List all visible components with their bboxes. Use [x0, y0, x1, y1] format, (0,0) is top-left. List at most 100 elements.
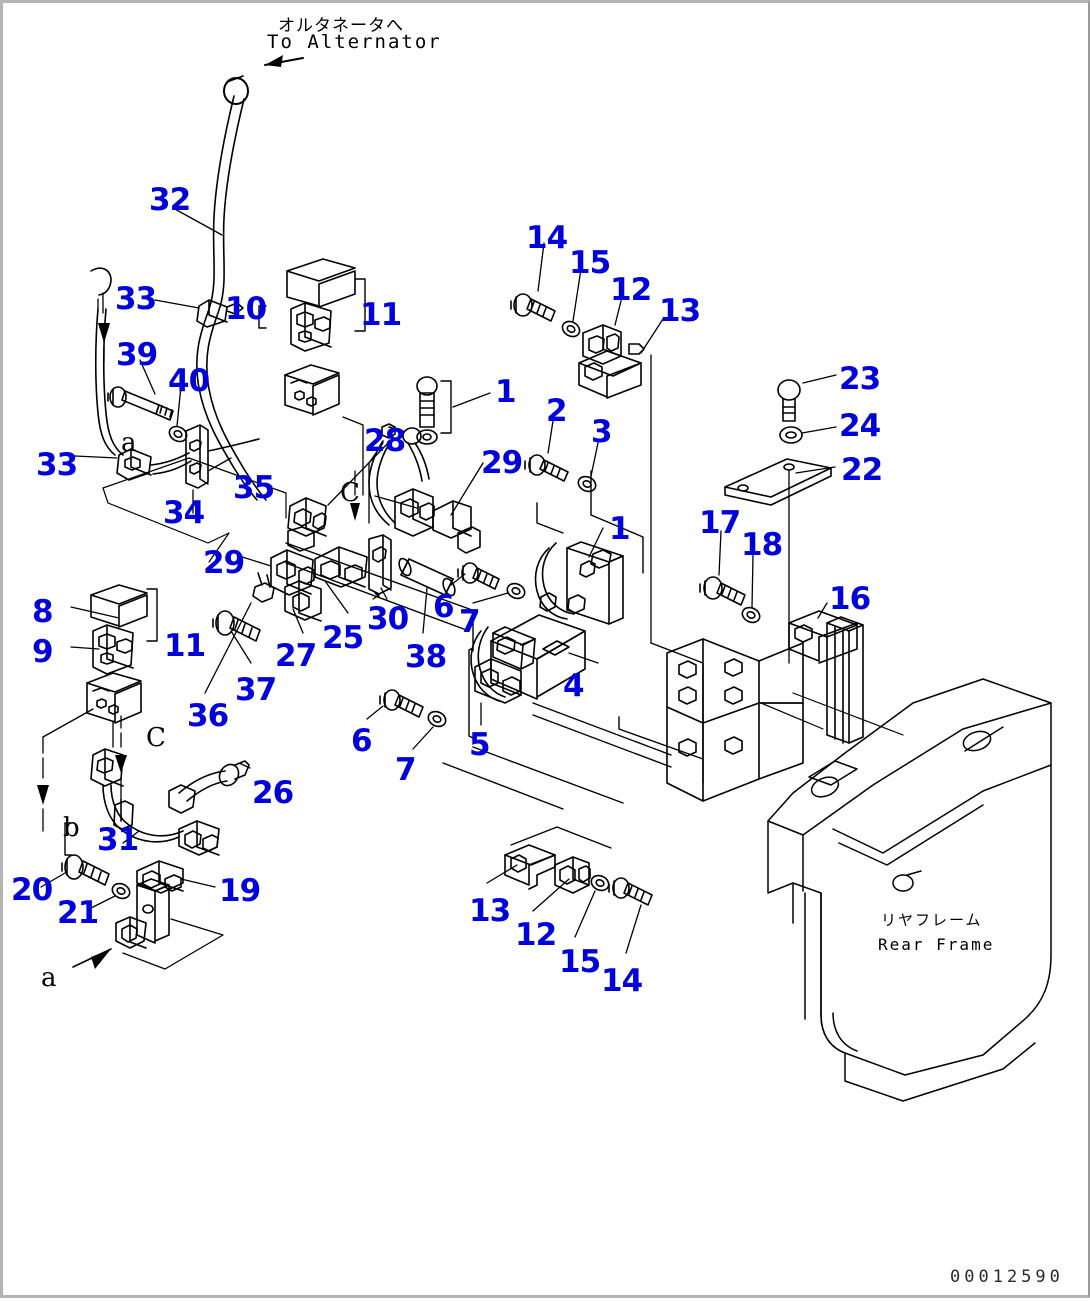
connector-5 [470, 626, 536, 704]
bolt-2 [524, 454, 569, 482]
rear-frame-label-en: Rear Frame [878, 935, 995, 954]
parts-illustration [37, 55, 1052, 1102]
connector-28 [287, 497, 327, 552]
callout-33: 33 [115, 281, 157, 317]
callout-29: 29 [203, 545, 245, 581]
plate-22 [724, 458, 832, 506]
bolt-14-upper [510, 293, 556, 322]
bolt-1-upper [416, 376, 438, 445]
alternator-label-jp: オルタネータへ [278, 16, 404, 36]
bolt-37 [212, 610, 261, 642]
callout-14: 14 [526, 220, 568, 256]
bracket-19 [115, 860, 184, 949]
drawing-number: 00012590 [950, 1267, 1064, 1287]
callout-7: 7 [395, 752, 417, 788]
callout-3: 3 [591, 414, 613, 450]
callout-22: 22 [841, 452, 883, 488]
callout-1: 1 [495, 374, 517, 410]
mount-plate-right [666, 638, 804, 802]
alternator-label-en: To Alternator [267, 31, 442, 53]
clamp-33-lower [116, 448, 152, 481]
bracket-30 [368, 534, 392, 595]
clamp-33-upper [196, 299, 244, 328]
bolt-39 [107, 386, 174, 421]
callout-9: 9 [32, 634, 54, 670]
callout-4: 4 [563, 668, 585, 704]
callout-28: 28 [364, 423, 406, 459]
callout-13: 13 [469, 893, 511, 929]
callout-38: 38 [405, 639, 447, 675]
bolt-23 [777, 379, 801, 422]
battery-relay-1 [534, 541, 624, 625]
callout-11: 11 [164, 628, 206, 664]
harness-31 [90, 748, 220, 856]
bracket-16 [788, 610, 864, 744]
sleeve-38 [398, 557, 456, 597]
callout-37: 37 [235, 672, 277, 708]
callout-34: 34 [163, 495, 205, 531]
callout-24: 24 [839, 408, 881, 444]
section-mark-C: C [146, 723, 166, 753]
callout-14: 14 [601, 963, 643, 999]
harness-29-lower [252, 546, 368, 622]
callout-8: 8 [32, 594, 54, 630]
section-mark-a: a [41, 963, 57, 993]
washer-15-upper [561, 320, 581, 338]
callout-21: 21 [57, 895, 99, 931]
washer-24 [779, 426, 803, 444]
alternator-arrow [264, 55, 304, 67]
bracket-34-35 [185, 424, 209, 489]
callout-29: 29 [481, 445, 523, 481]
bolt-6-lower [379, 689, 424, 718]
washer-3 [577, 475, 597, 493]
callout-13: 13 [659, 293, 701, 329]
section-mark-C: C [340, 478, 360, 508]
washer-15-lower [590, 874, 610, 892]
relay-assembly-11-lower [86, 584, 148, 724]
callout-1: 1 [609, 511, 631, 547]
callout-5: 5 [469, 727, 491, 763]
callout-11: 11 [360, 297, 402, 333]
washer-7-upper [506, 582, 526, 600]
rear-frame-label-jp: リヤフレーム [881, 911, 983, 929]
callout-2: 2 [546, 393, 568, 429]
callout-18: 18 [741, 527, 783, 563]
callout-23: 23 [839, 361, 881, 397]
callout-31: 31 [97, 822, 139, 858]
rear-frame [767, 678, 1052, 1102]
callout-26: 26 [252, 775, 294, 811]
washer-21 [111, 882, 131, 900]
harness-26 [168, 760, 250, 814]
clip-12-lower [554, 856, 591, 894]
callout-36: 36 [187, 698, 229, 734]
bolt-14-lower [608, 877, 653, 906]
callout-35: 35 [233, 470, 275, 506]
callout-12: 12 [610, 272, 652, 308]
callout-17: 17 [699, 505, 741, 541]
relay-assembly-11-upper [284, 258, 356, 416]
callout-33: 33 [36, 447, 78, 483]
callout-27: 27 [275, 638, 317, 674]
washer-7-lower [427, 710, 447, 728]
callout-40: 40 [168, 363, 210, 399]
bolt-17 [699, 576, 746, 606]
callout-12: 12 [515, 917, 557, 953]
callout-10: 10 [225, 291, 267, 327]
callout-6: 6 [433, 589, 455, 625]
section-mark-b: b [63, 813, 80, 843]
bracket-13-upper [578, 343, 645, 399]
callout-39: 39 [116, 337, 158, 373]
callout-32: 32 [149, 182, 191, 218]
callout-15: 15 [559, 944, 601, 980]
callout-19: 19 [219, 873, 261, 909]
cable-32 [196, 75, 267, 501]
callout-25: 25 [322, 620, 364, 656]
callout-20: 20 [11, 872, 53, 908]
section-mark-a: a [121, 428, 137, 458]
clip-12-upper [582, 324, 622, 365]
washer-18 [741, 606, 761, 624]
callout-7: 7 [459, 604, 481, 640]
bolt-20 [61, 854, 110, 886]
callout-6: 6 [351, 723, 373, 759]
